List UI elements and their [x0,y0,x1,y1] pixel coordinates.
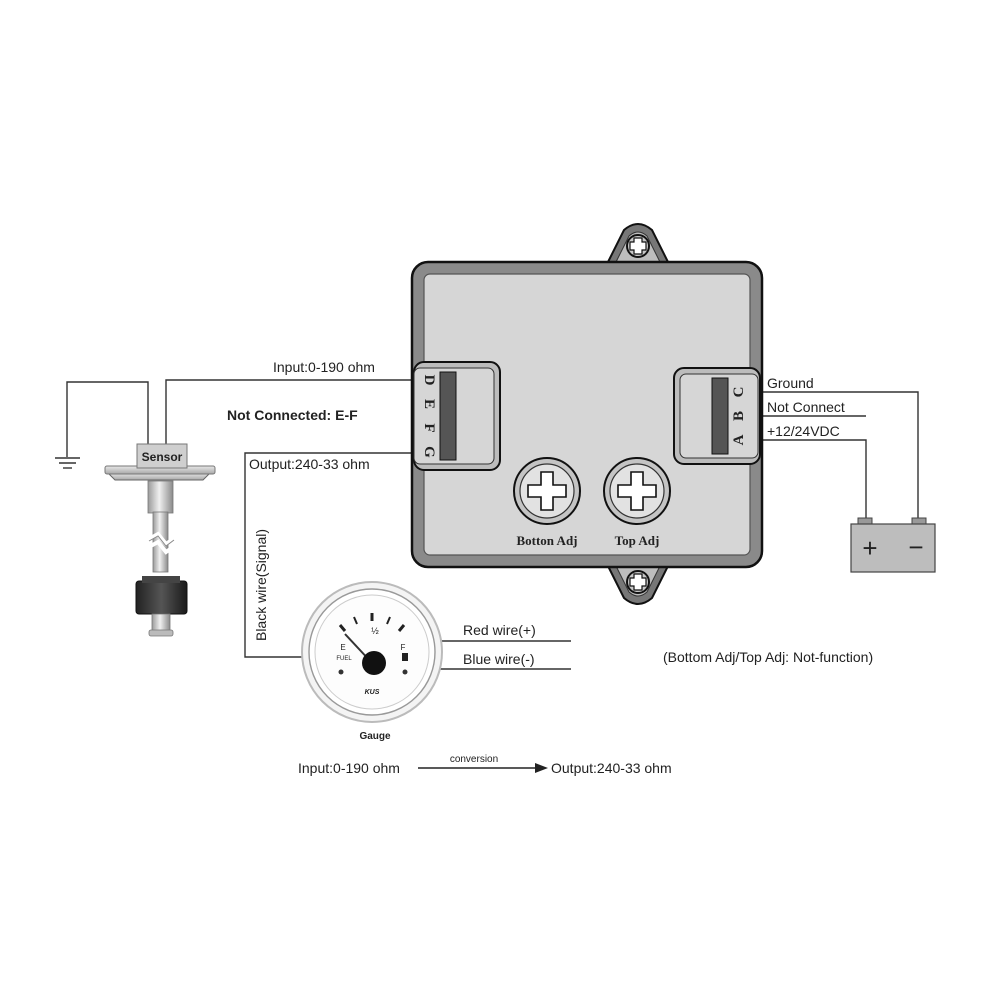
gauge-brand-label: KUS [365,689,380,696]
ground-wire-battery [756,391,919,524]
supply-label: +12/24VDC [767,423,840,439]
gauge-full-label: F [401,643,406,652]
input-label: Input:0-190 ohm [273,359,375,375]
battery-minus-label: − [908,532,923,562]
adj-note: (Bottom Adj/Top Adj: Not-function) [663,649,873,665]
battery-plus-label: + [862,533,877,563]
fuel-level-sensor [104,443,216,637]
gauge-empty-label: E [340,643,345,652]
battery [850,517,936,573]
converter-module [410,223,764,605]
blue-wire-label: Blue wire(-) [463,651,535,667]
terminal-a: A [731,434,747,445]
fuel-pump-icon [402,653,408,661]
not-connect-label: Not Connect [767,399,845,415]
top-adj-screw-icon[interactable] [603,457,671,525]
bottom-adj-screw-icon[interactable] [513,457,581,525]
terminal-e: E [421,399,437,409]
supply-wire [756,439,867,524]
black-signal-wire [244,452,418,658]
ground-wire [66,381,149,457]
gauge-half-label: ½ [371,626,379,636]
gauge-label: Gauge [359,731,391,742]
input-wire [165,379,418,445]
conversion-output-label: Output:240-33 ohm [551,760,672,776]
right-terminal-letters: C B A [731,387,747,446]
terminal-g: G [421,446,437,458]
terminal-d: D [421,375,437,386]
output-label: Output:240-33 ohm [249,456,370,472]
not-connected-label: Not Connected: E-F [227,407,358,423]
conversion-arrow-icon [418,763,548,773]
left-terminal-letters: D E F G [421,375,437,459]
conversion-input-label: Input:0-190 ohm [298,760,400,776]
bottom-adj-label: Botton Adj [516,533,577,548]
black-wire-label: Black wire(Signal) [253,529,269,641]
mount-screw-top-icon [626,234,650,258]
wires [66,379,919,670]
ground-symbol-icon [55,457,80,469]
conversion-arrow-label: conversion [450,754,498,765]
ground-label: Ground [767,375,814,391]
mount-screw-bottom-icon [626,570,650,594]
terminal-b: B [731,411,747,421]
gauge-fuel-label: FUEL [336,656,352,662]
red-wire-label: Red wire(+) [463,622,536,638]
top-adj-label: Top Adj [615,533,660,548]
terminal-f: F [421,423,437,432]
fuel-gauge [301,581,443,723]
sensor-label: Sensor [142,450,183,464]
terminal-c: C [731,387,747,398]
